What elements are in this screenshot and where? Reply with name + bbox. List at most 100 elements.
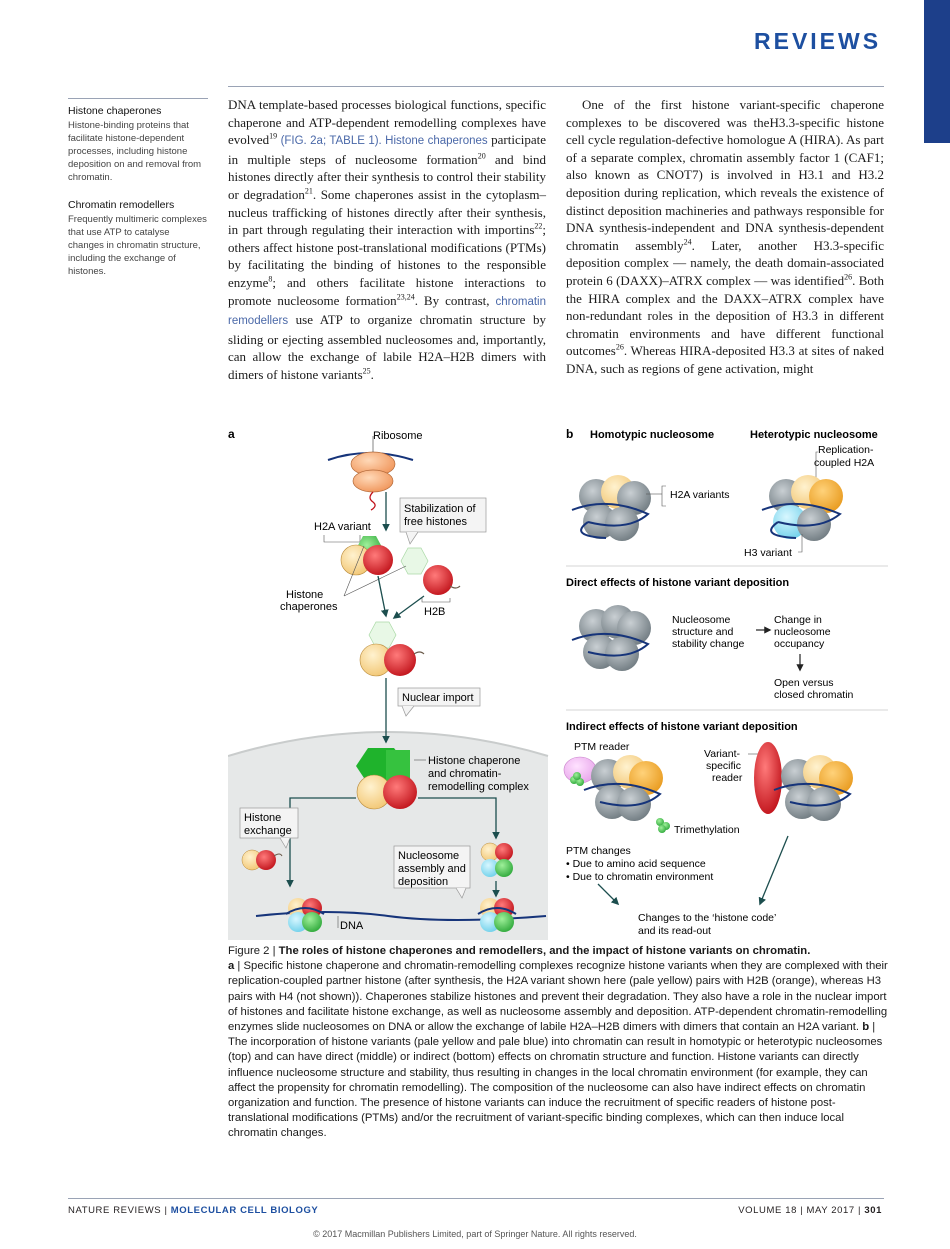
paragraph: One of the first histone variant-specifi… <box>566 96 884 378</box>
paragraph: DNA template-based processes biological … <box>228 96 546 384</box>
label-replication-coupled-2: coupled H2A <box>814 457 874 469</box>
caption-a-label: a <box>228 960 235 973</box>
label-occupancy: Change in <box>774 614 822 626</box>
nucleosome-icon <box>773 755 853 821</box>
label-occupancy-2: nucleosome <box>774 626 831 638</box>
figure-reference[interactable]: (FIG. 2a; TABLE 1). <box>277 135 386 148</box>
glossary-definition: Histone-binding proteins that facilitate… <box>68 120 202 183</box>
ribosome-icon <box>327 451 414 511</box>
text: ; and others facilitate histone interact… <box>228 274 546 308</box>
label-dna: DNA <box>340 920 364 932</box>
text: . Later, another H3.3-specific depositio… <box>566 237 884 288</box>
label-ribosome: Ribosome <box>373 430 423 442</box>
label-remodelling-complex-3: remodelling complex <box>428 781 529 793</box>
nucleosome-icon <box>477 898 517 932</box>
label-nucleosome-assembly-3: deposition <box>398 876 448 888</box>
citation[interactable]: 19 <box>269 131 278 141</box>
label-variant-reader-2: specific <box>706 760 741 772</box>
caption-b-text: | The incorporation of histone variants … <box>228 1021 883 1140</box>
citation[interactable]: 8 <box>268 274 273 284</box>
citation[interactable]: 21 <box>304 186 313 196</box>
label-replication-coupled: Replication- <box>818 444 874 456</box>
callout-stabilization: Stabilization of free histones <box>399 497 487 545</box>
text: . Whereas HIRA-deposited H3.3 at sites o… <box>566 343 884 376</box>
footer-volume: VOLUME 18 | MAY 2017 | 301 <box>738 1205 882 1216</box>
footer-volume-text: VOLUME 18 | MAY 2017 | <box>738 1205 865 1216</box>
glossary-link-chromatin-remodellers[interactable]: chromatin remodellers <box>228 295 547 328</box>
nucleosome-icon <box>583 755 663 821</box>
label-histone-exchange-2: exchange <box>244 825 292 837</box>
caption-label: Figure 2 | <box>228 945 279 957</box>
label-trimethylation: Trimethylation <box>674 824 740 836</box>
label-structure-change: Nucleosome <box>672 614 731 626</box>
top-rule <box>228 86 884 87</box>
glossary-term: Histone chaperones <box>68 105 162 117</box>
footer-journal-subtitle: MOLECULAR CELL BIOLOGY <box>170 1205 319 1216</box>
label-nuclear-import: Nuclear import <box>402 692 474 704</box>
panel-a: a Ribosome Stabilization of free histone… <box>228 427 549 940</box>
label-stabilization-2: free histones <box>404 516 467 528</box>
text: . By contrast, <box>414 292 496 308</box>
label-remodelling-complex-2: and chromatin- <box>428 768 502 780</box>
section-header: REVIEWS <box>754 28 882 54</box>
label-open-closed-2: closed chromatin <box>774 689 854 701</box>
label-histone-chaperones: Histone <box>286 589 323 601</box>
label-variant-reader-3: reader <box>712 772 743 784</box>
bullet-chromatin-environment: • Due to chromatin environment <box>566 871 713 883</box>
label-ptm-changes: PTM changes <box>566 845 631 857</box>
citation[interactable]: 22 <box>534 221 543 231</box>
glossary-term: Chromatin remodellers <box>68 199 175 211</box>
label-direct-effects: Direct effects of histone variant deposi… <box>566 577 789 589</box>
label-histone-exchange: Histone <box>244 812 281 824</box>
body-column-2: One of the first histone variant-specifi… <box>566 96 884 378</box>
text: participate in multiple steps of nucleos… <box>228 132 546 167</box>
bullet-amino-acid: • Due to amino acid sequence <box>566 858 706 870</box>
text: use ATP to organize chromatin structure … <box>228 312 546 382</box>
footer-journal-name: NATURE REVIEWS | <box>68 1205 171 1216</box>
callout-nucleosome-assembly <box>393 845 471 889</box>
text: DNA template-based processes biological … <box>228 97 546 148</box>
figure-caption: Figure 2 | The roles of histone chaperon… <box>228 944 888 1142</box>
citation[interactable]: 26 <box>844 272 853 282</box>
glossary-link-histone-chaperones[interactable]: Histone chaperones <box>385 135 488 148</box>
label-indirect-effects: Indirect effects of histone variant depo… <box>566 721 798 733</box>
chaperone-hexagon-empty <box>400 547 429 575</box>
citation[interactable]: 25 <box>362 366 371 376</box>
label-structure-change-2: structure and <box>672 626 733 638</box>
label-nucleosome-assembly: Nucleosome <box>398 850 459 862</box>
citation[interactable]: 24 <box>683 237 692 247</box>
footer-rule <box>68 1198 884 1199</box>
label-open-closed: Open versus <box>774 677 834 689</box>
citation[interactable]: 20 <box>477 151 486 161</box>
panel-a-letter: a <box>228 427 235 441</box>
citation[interactable]: 23,24 <box>396 292 415 302</box>
label-histone-code: Changes to the ‘histone code’ <box>638 912 776 924</box>
callout-histone-exchange <box>239 807 299 839</box>
panel-b-letter: b <box>566 427 573 441</box>
glossary-sidebar: Histone chaperones Histone-binding prote… <box>68 98 208 293</box>
text: One of the first histone variant-specifi… <box>566 97 884 253</box>
text: . Both the HIRA complex and the DAXX–ATR… <box>566 272 884 359</box>
nucleosome-icon <box>285 898 325 932</box>
text: . Some chaperones assist in the cytoplas… <box>228 186 546 238</box>
label-structure-change-3: stability change <box>672 638 745 650</box>
section-side-tab <box>924 0 950 143</box>
caption-b-label: b <box>862 1021 870 1034</box>
copyright: © 2017 Macmillan Publishers Limited, par… <box>313 1229 637 1239</box>
label-ptm-reader: PTM reader <box>574 741 630 753</box>
label-nucleosome-assembly-2: assembly and <box>398 863 466 875</box>
text: ; others affect histone post-translation… <box>228 222 546 290</box>
label-h2a-variant: H2A variant <box>314 521 371 533</box>
label-stabilization: Stabilization of <box>404 503 476 515</box>
label-h2b: H2B <box>424 606 445 618</box>
panel-b: b Homotypic nucleosome Heterotypic nucle… <box>563 427 888 937</box>
figure-2: a Ribosome Stabilization of free histone… <box>228 427 888 940</box>
label-h3-variant: H3 variant <box>744 547 792 559</box>
trimethylation-icon <box>656 818 664 826</box>
body-column-1: DNA template-based processes biological … <box>228 96 546 384</box>
text: . <box>370 366 374 382</box>
text: and bind histones directly after their s… <box>228 151 546 202</box>
caption-a-text: | Specific histone chaperone and chromat… <box>228 960 888 1034</box>
caption-title: The roles of histone chaperones and remo… <box>278 945 811 957</box>
citation[interactable]: 26 <box>615 342 624 352</box>
